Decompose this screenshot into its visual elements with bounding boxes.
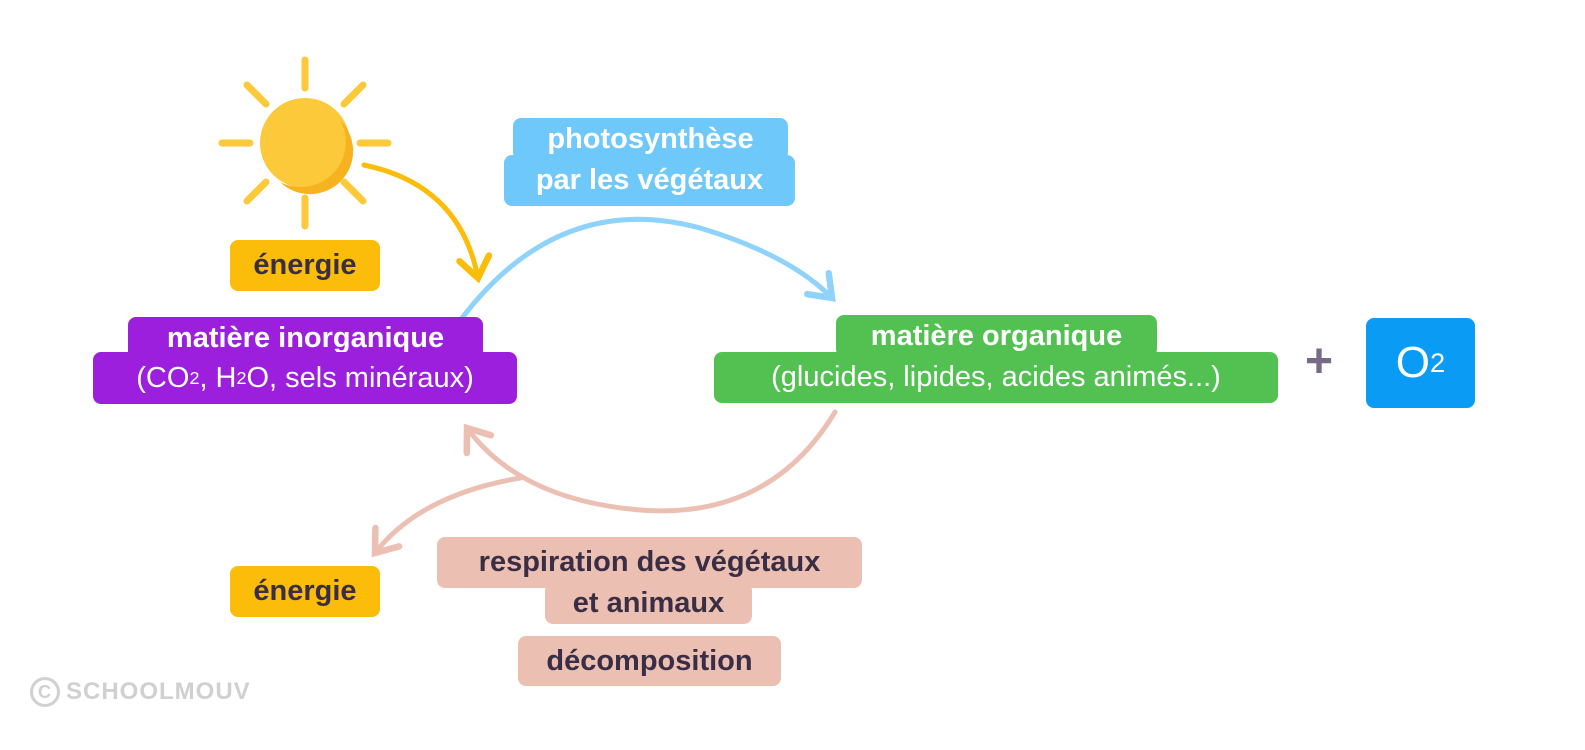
sun-icon [218, 56, 392, 230]
logo-text: SCHOOLMOUV [66, 678, 251, 705]
energy-label-bottom: énergie [230, 566, 380, 617]
text: (CO [136, 361, 190, 394]
plus-sign: + [1305, 335, 1334, 388]
decomposition-label: décomposition [518, 636, 781, 686]
energy-release-arrow [371, 475, 523, 558]
photosynthesis-arrow [459, 216, 836, 321]
respiration-arrow [463, 409, 838, 514]
organic-title: matière organique [836, 315, 1157, 357]
energy-label-top: énergie [230, 240, 380, 291]
text: O, sels minéraux) [246, 361, 474, 394]
photosynthesis-detail: par les végétaux [504, 155, 795, 206]
energy-arrow [361, 162, 493, 284]
organic-detail: (glucides, lipides, acides animés...) [714, 352, 1278, 403]
copyright-icon: C [30, 677, 60, 707]
respiration-title: respiration des végétaux [437, 537, 862, 588]
text: O [1395, 338, 1431, 387]
text: , H [199, 361, 237, 394]
photosynthesis-title: photosynthèse [513, 118, 788, 160]
respiration-detail: et animaux [545, 583, 752, 624]
